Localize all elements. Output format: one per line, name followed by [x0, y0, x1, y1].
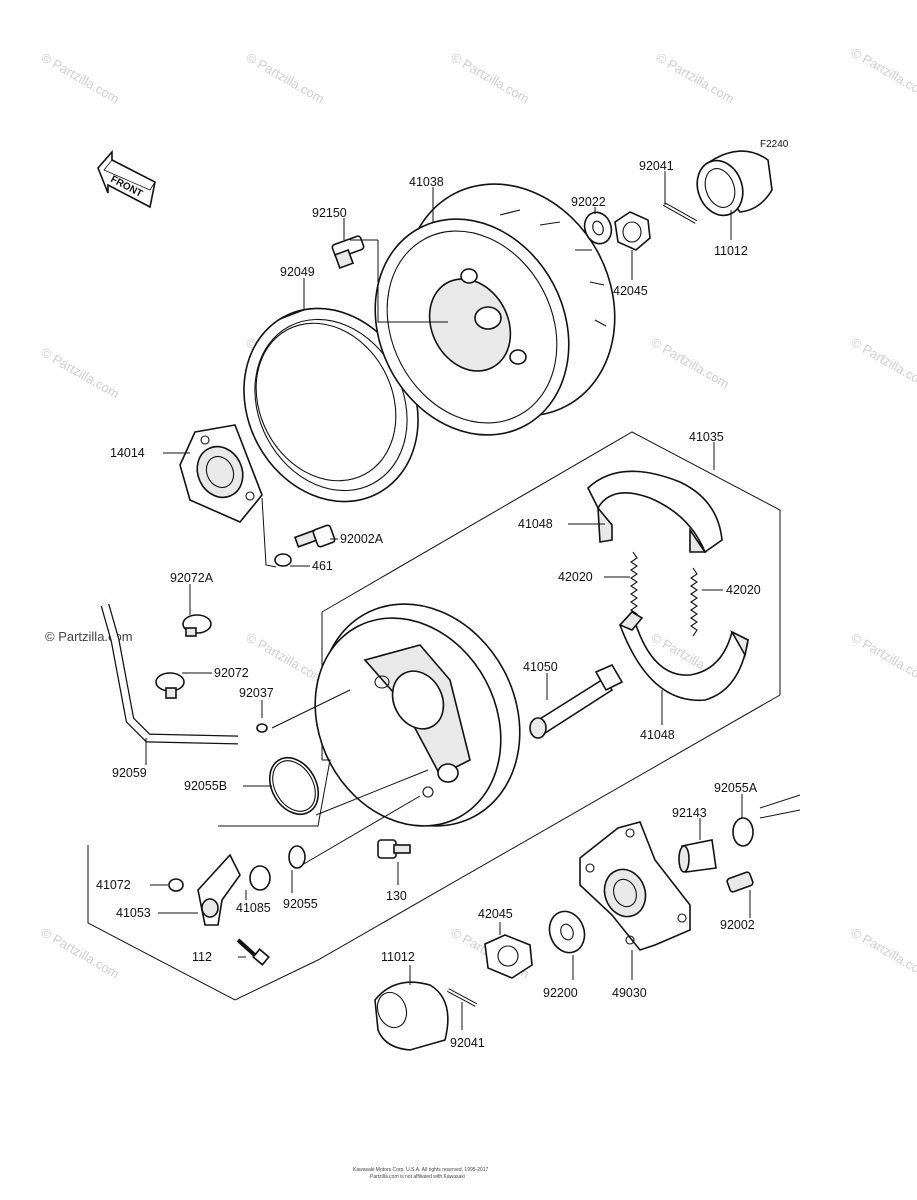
label-42020-left: 42020	[558, 570, 593, 584]
watermark: © Partzilla.com	[849, 45, 917, 102]
watermark: © Partzilla.com	[449, 50, 532, 107]
watermark: © Partzilla.com	[39, 925, 122, 982]
label-41050: 41050	[523, 660, 558, 674]
label-41048-bottom: 41048	[640, 728, 675, 742]
washer-41085	[249, 865, 271, 891]
label-92049: 92049	[280, 265, 315, 279]
lever-41053	[168, 853, 241, 926]
label-92143: 92143	[672, 806, 707, 820]
label-11012-top: 11012	[714, 244, 748, 258]
cotter-pin-92041-bottom	[447, 988, 477, 1007]
oring-92055	[288, 845, 306, 869]
washer-92200	[548, 910, 586, 954]
label-92041-top: 92041	[639, 159, 674, 173]
spacer-92143	[678, 839, 717, 873]
watermark: © Partzilla.com	[649, 335, 732, 392]
label-92059: 92059	[112, 766, 147, 780]
watermark: © Partzilla.com	[849, 925, 917, 982]
footer-line-1: Kawasaki Motors Corp. U.S.A. All rights …	[353, 1167, 489, 1173]
label-92072A: 92072A	[170, 571, 214, 585]
label-92055A: 92055A	[714, 781, 758, 795]
spring-42020-left	[630, 551, 638, 621]
part-labels: 41038 92041 92022 11012 92150 42045 9204…	[96, 159, 761, 1050]
stud-92002	[726, 871, 754, 893]
bearing-housing-14014	[179, 424, 263, 523]
brake-shoe-41048-top	[587, 470, 723, 554]
label-92055: 92055	[283, 897, 318, 911]
oring-92055B	[268, 756, 320, 816]
label-11012-bottom: 11012	[381, 950, 415, 964]
label-42020-right: 42020	[726, 583, 761, 597]
label-92200: 92200	[543, 986, 578, 1000]
leader-lines	[145, 171, 801, 1030]
hose-92059	[100, 581, 239, 745]
label-41053: 41053	[116, 906, 151, 920]
watermark: © Partzilla.com	[244, 50, 327, 107]
cap-11012-bottom	[374, 981, 449, 1051]
washer-92022	[583, 211, 613, 245]
cap-11012-top	[696, 150, 773, 217]
label-92072: 92072	[214, 666, 249, 680]
label-130: 130	[386, 889, 407, 903]
label-41072: 41072	[96, 878, 131, 892]
watermark: © Partzilla.com	[654, 50, 737, 107]
label-92041-bottom: 92041	[450, 1036, 485, 1050]
cotter-pin-92041-top	[663, 202, 697, 224]
clamp-92072A	[182, 614, 212, 637]
label-41085: 41085	[236, 901, 271, 915]
front-arrow-icon: FRONT	[97, 149, 156, 209]
bolt-112	[236, 938, 270, 966]
label-41035: 41035	[689, 430, 724, 444]
brake-shoe-41048-bottom	[618, 610, 749, 702]
watermark: © Partzilla.com	[849, 335, 917, 392]
washer-461	[274, 553, 292, 567]
footer-line-2: Partzilla.com is not affiliated with Kaw…	[370, 1174, 465, 1180]
bolt-92002A	[293, 524, 336, 548]
watermark: © Partzilla.com	[244, 630, 327, 687]
clamp-92072	[155, 672, 185, 699]
label-49030: 49030	[612, 986, 647, 1000]
camshaft-41050	[529, 663, 624, 739]
drum-41038	[374, 183, 616, 436]
label-92002A: 92002A	[340, 532, 384, 546]
watermark: © Partzilla.com	[849, 630, 917, 687]
watermark: © Partzilla.com	[39, 345, 122, 402]
label-42045-top: 42045	[613, 284, 648, 298]
label-92002: 92002	[720, 918, 755, 932]
label-92055B: 92055B	[184, 779, 227, 793]
diagram-code: F2240	[760, 139, 789, 150]
label-41038: 41038	[409, 175, 444, 189]
label-42045-bottom: 42045	[478, 907, 513, 921]
oring-92055A	[732, 817, 754, 847]
label-92150: 92150	[312, 206, 347, 220]
watermark: © Partzilla.com	[39, 50, 122, 107]
nut-42045-bottom	[484, 934, 533, 979]
label-92022: 92022	[571, 195, 606, 209]
label-41048-top: 41048	[518, 517, 553, 531]
label-92037: 92037	[239, 686, 274, 700]
label-461: 461	[312, 559, 333, 573]
spring-42020-right	[690, 567, 698, 637]
label-14014: 14014	[110, 446, 145, 460]
bolt-92150	[331, 235, 365, 269]
label-112: 112	[192, 950, 212, 964]
backing-plate	[314, 603, 521, 827]
bolt-130	[377, 839, 411, 859]
hub-49030	[579, 821, 691, 951]
clip-92037	[256, 723, 268, 733]
nut-42045-top	[614, 211, 651, 251]
